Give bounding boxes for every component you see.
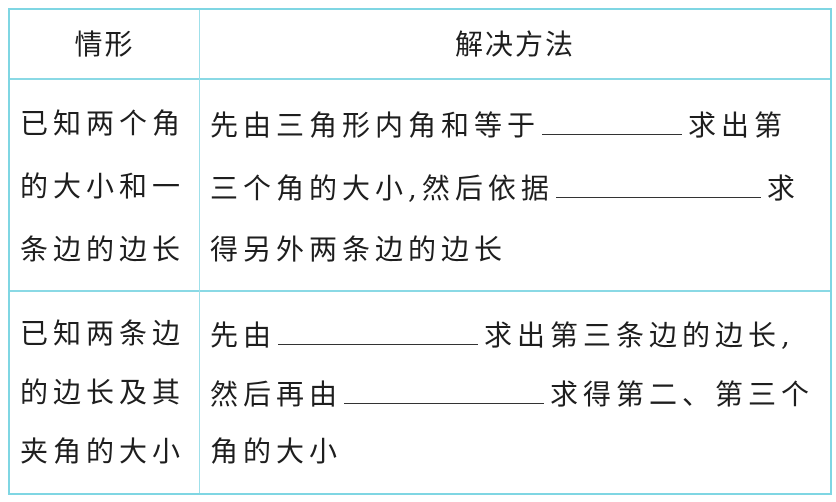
fill-blank-other-angles[interactable] (344, 375, 545, 404)
header-divider (10, 78, 830, 80)
row1-method-line3: 得另外两条边的边长 (210, 233, 508, 266)
row2-method-line2: 然后再由 求得第二、第三个 (210, 375, 814, 413)
row2-method-line3: 角的大小 (210, 435, 343, 468)
row2-case-line1: 已知两条边 (20, 317, 186, 350)
row2-method-cell: 先由 求出第三条边的边长, 然后再由 求得第二、第三个 角的大小 (200, 292, 830, 495)
row1-method-line1: 先由三角形内角和等于 求出第 (210, 106, 787, 144)
fill-blank-angle-sum[interactable] (542, 106, 683, 135)
row1-case-line1: 已知两个角 (20, 107, 186, 140)
row2-method-text: 求得第二、第三个 (550, 378, 815, 411)
fill-blank-third-side[interactable] (278, 316, 479, 345)
row1-method-text: 求 (766, 172, 800, 205)
row2-case-cell: 已知两条边 的边长及其 夹角的大小 (10, 292, 199, 495)
row2-method-line1: 先由 求出第三条边的边长, (210, 316, 795, 354)
fill-blank-law[interactable] (555, 169, 761, 198)
row2-method-text: 然后再由 (210, 378, 343, 411)
row1-method-text: 先由三角形内角和等于 (210, 109, 541, 142)
row1-case-line2: 的大小和一 (20, 170, 186, 203)
row1-method-text: 求出第 (688, 109, 788, 142)
header-case: 情形 (74, 28, 135, 61)
solution-methods-table: 情形 解决方法 已知两个角 的大小和一 条边的边长 先由三角形内角和等于 求出第 … (8, 8, 832, 495)
row-divider (10, 290, 830, 292)
row1-method-cell: 先由三角形内角和等于 求出第 三个角的大小,然后依据 求 得另外两条边的边长 (200, 80, 830, 290)
row1-case-line3: 条边的边长 (20, 233, 186, 266)
header-method: 解决方法 (454, 28, 575, 61)
row2-case-line2: 的边长及其 (20, 376, 186, 409)
row1-method-line2: 三个角的大小,然后依据 求 (210, 169, 800, 207)
row2-method-text: 先由 (210, 319, 277, 352)
row1-case-cell: 已知两个角 的大小和一 条边的边长 (10, 80, 199, 290)
row2-method-text: 求出第三条边的边长, (484, 319, 795, 352)
column-divider (199, 10, 200, 493)
row2-case-line3: 夹角的大小 (20, 435, 186, 468)
row1-method-text: 三个角的大小,然后依据 (210, 172, 554, 205)
